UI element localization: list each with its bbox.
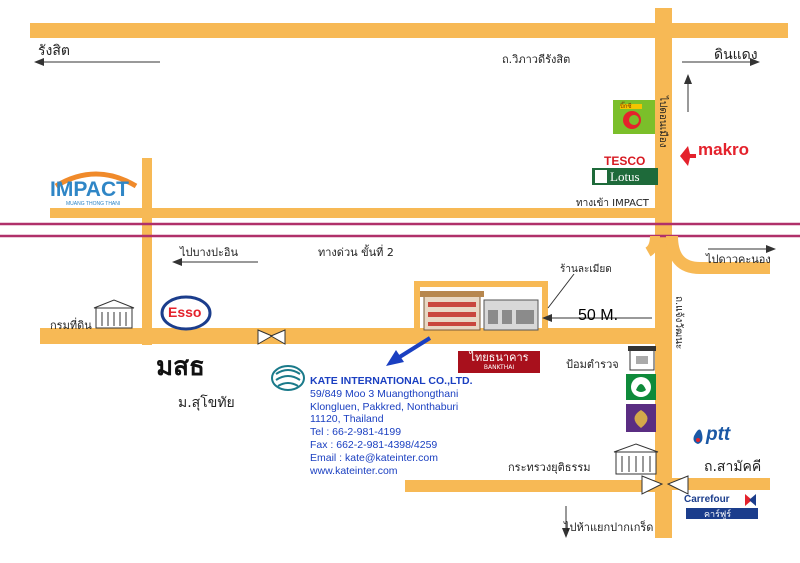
label-ran-la-miat: ร้านละเมียด [560, 264, 612, 275]
big-c-logo-text: บิ๊กซี [620, 103, 632, 110]
road-shop-box-left [414, 281, 420, 331]
road-dao-khanong-ramp [666, 235, 770, 274]
kasikorn-bank-icon [626, 374, 656, 400]
label-impact-entrance: ทางเข้า IMPACT [576, 198, 649, 209]
road-top-connector [655, 8, 672, 28]
road-ramp-left [645, 235, 660, 257]
expressway-line [0, 222, 800, 238]
kate-logo [271, 365, 305, 391]
makro-logo-text: makro [698, 140, 750, 159]
intersection-bow-left [257, 329, 286, 345]
road-impact-entrance [50, 208, 658, 218]
arrow-right-icon [682, 58, 760, 66]
big-c-logo [613, 100, 655, 134]
government-building-icon [613, 443, 659, 475]
label-distance: 50 M. [578, 307, 619, 324]
company-address-block: KATE INTERNATIONAL CO.,LTD. 59/849 Moo 3… [310, 375, 473, 477]
road-shop-box-right [542, 281, 548, 331]
esso-logo-text: Esso [168, 304, 202, 320]
address-line-2: Klongluen, Pakkred, Nonthaburi [310, 400, 459, 413]
arrow-right-icon [708, 245, 776, 253]
address-line-1: 59/849 Moo 3 Muangthongthani [310, 387, 459, 400]
makro-arrow-icon [680, 146, 696, 166]
esso-logo [160, 295, 212, 331]
company-fax: Fax : 662-2-981-4398/4259 [310, 438, 438, 451]
police-box-icon [628, 346, 656, 371]
bank-thai-en: BANKTHAI [483, 364, 515, 371]
ptt-logo-text: ptt [706, 424, 731, 445]
lotus-logo-text: Lotus [610, 169, 640, 184]
label-to-dao-khanong: ไปดาวคะนอง [706, 253, 771, 266]
shop-leader-line [547, 273, 575, 309]
label-rangsit: รังสิต [38, 43, 70, 59]
lotus-logo [592, 168, 658, 185]
lotus-symbol-icon [595, 170, 607, 183]
road-chaeng-watthana [40, 328, 660, 344]
road-vibhavadi-top [30, 23, 788, 38]
label-samakkhi-rd: ถ.สามัคคี [704, 459, 762, 475]
arrow-left-icon [34, 58, 160, 66]
label-ministry-justice: กระทรวงยุติธรรม [508, 461, 591, 474]
label-chaeng-watthana: ถ.แจ้งวัฒนะ [673, 296, 684, 350]
road-vibhavadi-main [655, 8, 672, 538]
label-to-pak-kret: ไปห้าแยกปากเกร็ด [564, 521, 654, 534]
carrefour-logo [686, 494, 758, 519]
label-land-department: กรมที่ดิน [50, 319, 92, 332]
label-sukhothai-uni: ม.สุโขทัย [178, 395, 235, 411]
impact-arc-logo [54, 171, 138, 189]
tesco-logo-text: TESCO [604, 154, 646, 168]
road-shop-box-top [414, 281, 548, 287]
label-expressway: ทางด่วน ขั้นที่ 2 [318, 246, 394, 259]
carrefour-thai-text: คาร์ฟูร์ [704, 510, 732, 520]
address-line-3: 11120, Thailand [310, 413, 384, 426]
company-website[interactable]: www.kateinter.com [310, 464, 398, 477]
pointer-arrow-icon [386, 336, 432, 366]
carrefour-logo-text: Carrefour [684, 494, 730, 505]
intersection-bow-bottom [641, 475, 689, 495]
office-building-icon [420, 291, 539, 331]
company-name: KATE INTERNATIONAL CO.,LTD. [310, 375, 473, 387]
company-tel: Tel : 66-2-981-4199 [310, 426, 402, 439]
label-vibhavadi-rd: ถ.วิภาวดีรังสิต [502, 53, 571, 66]
label-to-bang-pa-in: ไปบางปะอิน [180, 246, 239, 259]
label-don-mueang: ไปดอนเมือง [657, 96, 668, 148]
sor-logo-text: มสธ [156, 352, 205, 382]
arrow-down-icon [562, 506, 570, 538]
government-building-icon [93, 299, 135, 329]
label-din-daeng: ดินแดง [714, 47, 758, 63]
arrow-left-icon [172, 258, 258, 266]
bank-thai-name: ไทยธนาคาร [469, 351, 529, 364]
ptt-flame-icon [693, 429, 703, 444]
road-samakkhi [405, 480, 655, 492]
impact-logo-subtext: MUANG THONG THANI [66, 201, 121, 207]
road-impact-vertical [142, 158, 152, 345]
scb-bank-icon [626, 404, 656, 432]
bank-thai-logo: ไทยธนาคาร BANKTHAI [458, 351, 540, 373]
impact-logo-text: IMPACT [50, 178, 129, 201]
arrow-left-icon [542, 314, 652, 322]
arrow-up-icon [684, 74, 692, 112]
label-police-box: ป้อมตำรวจ [566, 358, 619, 371]
company-email[interactable]: Email : kate@kateinter.com [310, 451, 438, 464]
